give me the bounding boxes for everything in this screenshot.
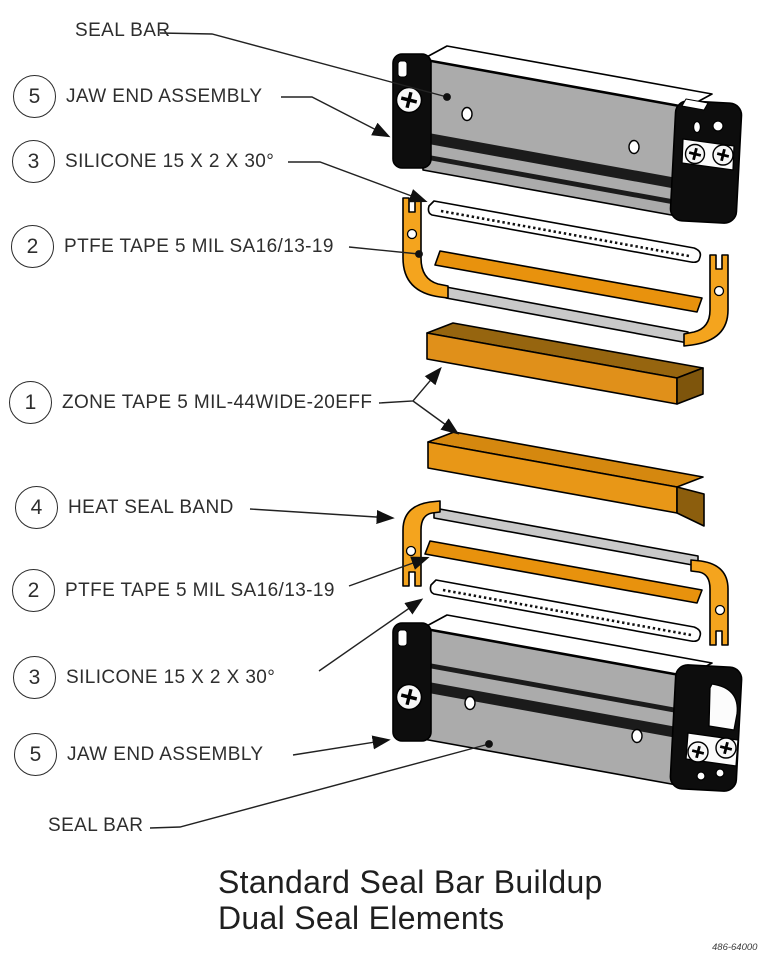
callout-ptfe-tape-top: 2 PTFE TAPE 5 MIL SA16/13-19 [11,225,334,268]
callout-silicone-bottom: 3 SILICONE 15 X 2 X 30° [13,656,275,699]
jaw-end-cap-bottom-left [392,622,432,742]
band-bracket-right [690,559,729,646]
silicone-strip-bottom-graphic [429,579,702,643]
leader-silicone-bottom [318,598,424,672]
leader-heat-seal-band [249,508,395,525]
band-bracket-right [683,254,729,347]
callout-label: SILICONE 15 X 2 X 30° [65,150,275,172]
heat-seal-band-top-graphic [402,197,729,347]
jaw-end-cap-top-right [669,98,743,224]
callout-ptfe-tape-bottom: 2 PTFE TAPE 5 MIL SA16/13-19 [12,569,335,612]
balloon-number: 5 [13,75,56,118]
callout-label: HEAT SEAL BAND [68,496,234,518]
seal-bar-assembly-top [392,45,743,224]
zone-tape-graphic-1 [426,322,704,405]
callout-label: ZONE TAPE 5 MIL-44WIDE-20EFF [62,391,373,413]
zone-tape-graphic-2 [427,431,705,527]
jaw-end-cap-top-left [392,53,432,169]
callout-seal-bar-top: SEAL BAR [75,20,170,42]
bar-hole [461,106,473,122]
balloon-number: 2 [12,569,55,612]
leader-zone-tape-2 [412,400,460,435]
balloon-number: 1 [9,381,52,424]
title-line-1: Standard Seal Bar Buildup [218,864,603,900]
callout-jaw-end-assembly-bottom: 5 JAW END ASSEMBLY [14,733,263,776]
jaw-end-cap-bottom-right [669,664,743,792]
leader-seal-bar-top [159,32,451,101]
ptfe-tape-top-graphic [434,250,703,313]
seal-bar-assembly-bottom [392,614,743,792]
balloon-number: 3 [13,656,56,699]
bar-hole [464,695,476,711]
title-line-2: Dual Seal Elements [218,900,505,936]
balloon-number: 5 [14,733,57,776]
balloon-number: 2 [11,225,54,268]
part-number: 486-64000 [712,942,758,953]
callout-silicone-top: 3 SILICONE 15 X 2 X 30° [12,140,274,183]
leader-jaw-end-top [281,96,391,138]
callout-label: JAW END ASSEMBLY [67,743,264,765]
leader-jaw-end-bottom [292,735,391,756]
callout-label: SEAL BAR [48,815,144,836]
callout-label: SEAL BAR [75,20,171,41]
leader-ptfe-top [348,246,423,258]
callout-heat-seal-band: 4 HEAT SEAL BAND [15,486,234,529]
bar-hole [631,728,643,744]
callout-seal-bar-bottom: SEAL BAR [48,815,143,837]
callout-label: SILICONE 15 X 2 X 30° [66,666,276,688]
callout-jaw-end-assembly-top: 5 JAW END ASSEMBLY [13,75,262,118]
callout-label: PTFE TAPE 5 MIL SA16/13-19 [65,579,335,601]
callout-label: JAW END ASSEMBLY [66,85,263,107]
balloon-number: 4 [15,486,58,529]
leader-seal-bar-bottom [149,740,493,829]
balloon-number: 3 [12,140,55,183]
silicone-strip-top-graphic [427,200,702,264]
diagram-title: Standard Seal Bar Buildup Dual Seal Elem… [218,864,603,936]
leader-zone-tape-1 [378,366,442,404]
ptfe-tape-bottom-graphic [424,540,703,604]
callout-label: PTFE TAPE 5 MIL SA16/13-19 [64,235,334,257]
callout-zone-tape: 1 ZONE TAPE 5 MIL-44WIDE-20EFF [9,381,372,424]
leader-ptfe-bottom [348,556,430,587]
bar-hole [628,139,640,155]
band-bracket-left [402,197,449,299]
leader-silicone-top [288,161,428,203]
leader-lines [149,32,493,829]
